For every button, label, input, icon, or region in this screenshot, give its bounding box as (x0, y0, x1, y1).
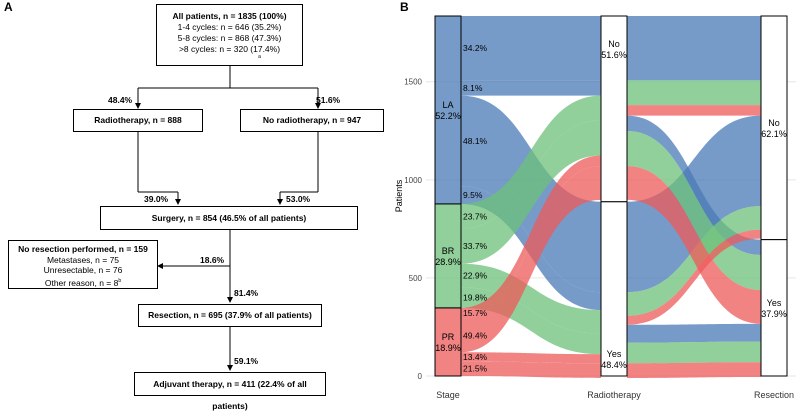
radiotherapy-no-pct: 51.6% (601, 50, 627, 60)
flow-band (627, 80, 761, 106)
flow-pct-label: 22.9% (463, 271, 488, 281)
stage-br-label: BR (442, 246, 455, 256)
x-axis-label: Radiotherapy (587, 390, 641, 400)
stage-stratum-br (434, 203, 462, 309)
flow-pct-label: 23.7% (463, 211, 488, 221)
cycles-line: 1-4 cycles: n = 646 (35.2%) (177, 22, 282, 32)
x-axis-label: Resection (754, 390, 794, 400)
flow-pct-label: 19.8% (463, 293, 488, 303)
flow-pct-label: 49.4% (463, 330, 488, 340)
pct-no-resection: 18.6% (200, 255, 225, 265)
reason-text: Other reason, n = 8 (44, 277, 119, 288)
radiotherapy-yes-label: Yes (607, 349, 622, 359)
chart-labels: 050010001500LA52.2%BR28.9%PR18.9%No51.6%… (404, 39, 794, 400)
pct-radiotherapy: 48.4% (108, 95, 133, 105)
flow-pct-label: 15.7% (463, 308, 488, 318)
all-patients-title: All patients, n = 1835 (100%) (172, 11, 287, 21)
stage-pr-pct: 18.9% (435, 343, 461, 353)
stage-stratum-la (434, 15, 462, 205)
y-tick-label: 0 (418, 372, 423, 381)
panel-b-label: B (400, 0, 409, 14)
flow-band (461, 155, 601, 319)
flow-band (461, 16, 601, 81)
flow-pct-label: 33.7% (463, 241, 488, 251)
flow-band (461, 120, 601, 264)
stage-la-pct: 52.2% (435, 111, 461, 121)
resection-no-pct: 62.1% (761, 129, 787, 139)
surgery-box: Surgery, n = 854 (46.5% of all patients) (100, 206, 358, 230)
flow-pct-label: 8.1% (463, 83, 483, 93)
stage-br-pct: 28.9% (435, 257, 461, 267)
flow-band (461, 166, 601, 353)
all-patients-box: All patients, n = 1835 (100%) 1-4 cycles… (156, 4, 303, 66)
radiotherapy-box: Radiotherapy, n = 888 (73, 109, 203, 132)
adjuvant-box: Adjuvant therapy, n = 411 (22.4% of all … (134, 372, 326, 411)
stage-la-label: LA (442, 100, 453, 110)
no-radiotherapy-box: No radiotherapy, n = 947 (240, 109, 384, 132)
flow-pct-label: 34.2% (463, 43, 488, 53)
footnote-a: a (258, 54, 261, 60)
radiotherapy-no-label: No (608, 39, 620, 49)
flowchart-connectors (135, 65, 321, 371)
pct-resection: 81.4% (234, 288, 259, 298)
reason-line: Other reason, n = 8b (9, 276, 157, 288)
flow-band (461, 80, 601, 96)
flow-band (627, 105, 761, 116)
flow-band (627, 16, 761, 81)
y-axis-label: Patients (394, 179, 404, 212)
radiotherapy-yes-pct: 48.4% (601, 360, 627, 370)
y-tick-label: 1000 (404, 176, 422, 185)
resection-no-label: No (768, 118, 780, 128)
flow-band (461, 361, 601, 378)
no-resection-title: No resection performed, n = 159 (18, 244, 148, 254)
flow-band (461, 95, 601, 229)
flow-band (461, 263, 601, 334)
flow-bands (461, 16, 761, 378)
reason-line: Metastases, n = 75 (46, 254, 120, 265)
stage-pr-label: PR (442, 332, 455, 342)
resection-stratum-yes (760, 239, 788, 377)
radiotherapy-stratum-no (600, 15, 628, 203)
flow-band (627, 130, 761, 291)
no-resection-box: No resection performed, n = 159 Metastas… (8, 240, 158, 289)
radiotherapy-stratum-yes (600, 201, 628, 377)
flow-pct-label: 9.5% (463, 190, 483, 200)
reason-line: Unresectable, n = 76 (43, 265, 123, 275)
panel-a-label: A (4, 0, 13, 14)
pct-adjuvant: 59.1% (234, 356, 259, 366)
flow-pct-label: 13.4% (463, 352, 488, 362)
pct-no-radiotherapy: 51.6% (316, 95, 341, 105)
strata-columns (434, 15, 788, 377)
y-tick-label: 1500 (404, 78, 422, 87)
x-axis-label: Stage (436, 390, 460, 400)
alluvial-chart: 050010001500LA52.2%BR28.9%PR18.9%No51.6%… (394, 10, 796, 400)
flow-band (627, 341, 761, 364)
flow-pct-label: 48.1% (463, 136, 488, 146)
resection-yes-label: Yes (767, 298, 782, 308)
pct-nort-to-surgery: 53.0% (286, 194, 311, 204)
cycles-line: 5-8 cycles: n = 868 (47.3%) (177, 33, 282, 43)
flow-band (627, 362, 761, 378)
flow-band (627, 166, 761, 324)
flow-band (461, 352, 601, 364)
y-tick-label: 500 (409, 274, 423, 283)
resection-box: Resection, n = 695 (37.9% of all patient… (138, 304, 322, 327)
flow-band (627, 323, 761, 343)
flow-band (627, 229, 761, 325)
pct-rt-to-surgery: 39.0% (144, 194, 169, 204)
footnote-b: b (118, 277, 122, 284)
resection-yes-pct: 37.9% (761, 309, 787, 319)
stage-stratum-pr (434, 307, 462, 377)
flow-pct-label: 21.5% (463, 364, 488, 374)
cycles-line: >8 cycles: n = 320 (17.4%) (178, 44, 281, 54)
